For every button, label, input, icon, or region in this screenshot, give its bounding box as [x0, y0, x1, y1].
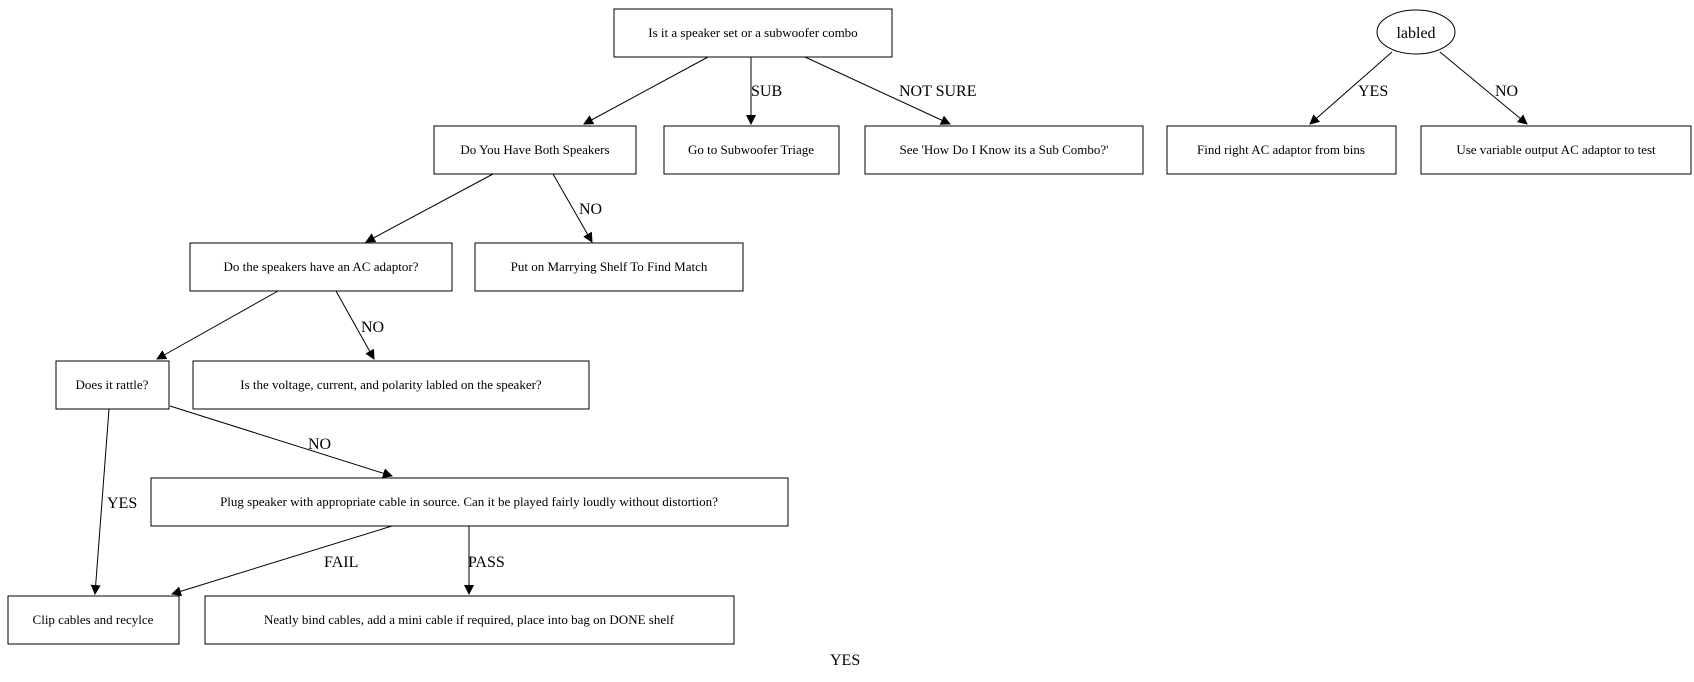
node-speaker-or-sub: Is it a speaker set or a subwoofer combo	[613, 8, 893, 58]
edge-ac-to-rattle	[156, 290, 279, 360]
edge-rattle-to-plug	[169, 405, 393, 479]
node-variable-ac: Use variable output AC adaptor to test	[1420, 125, 1692, 175]
node-find-ac-label: Find right AC adaptor from bins	[1197, 142, 1365, 157]
edge-both-to-ac-adaptor	[365, 173, 494, 243]
node-speaker-or-sub-label: Is it a speaker set or a subwoofer combo	[648, 25, 857, 40]
edge-both-to-marrying-shelf	[552, 173, 593, 243]
node-sub-triage-label: Go to Subwoofer Triage	[688, 142, 814, 157]
edge-label-ac-no: NO	[361, 319, 384, 336]
edge-ac-to-voltage	[335, 290, 375, 360]
edges	[90, 51, 1528, 597]
node-variable-ac-label: Use variable output AC adaptor to test	[1456, 142, 1656, 157]
node-find-ac: Find right AC adaptor from bins	[1166, 125, 1397, 175]
edge-root-to-both-speakers	[583, 56, 709, 125]
node-voltage-labled: Is the voltage, current, and polarity la…	[192, 360, 590, 410]
node-labled: labled	[1376, 9, 1456, 55]
node-labled-label: labled	[1396, 25, 1435, 42]
node-voltage-labled-label: Is the voltage, current, and polarity la…	[240, 377, 542, 392]
edge-label-rattle-yes: YES	[107, 495, 137, 512]
edge-label-both-no: NO	[579, 201, 602, 218]
node-both-speakers: Do You Have Both Speakers	[433, 125, 637, 175]
edge-label-not-sure: NOT SURE	[899, 83, 977, 100]
nodes: Is it a speaker set or a subwoofer combo…	[7, 8, 1692, 645]
edge-label-rattle-no: NO	[308, 436, 331, 453]
node-sub-triage: Go to Subwoofer Triage	[663, 125, 840, 175]
node-both-speakers-label: Do You Have Both Speakers	[460, 142, 609, 157]
edge-root-to-how-know-sub	[804, 56, 951, 125]
node-clip-cables: Clip cables and recylce	[7, 595, 180, 645]
node-neatly-bind: Neatly bind cables, add a mini cable if …	[204, 595, 735, 645]
node-plug-speaker: Plug speaker with appropriate cable in s…	[150, 477, 789, 527]
edge-label-labled-yes: YES	[1358, 83, 1388, 100]
node-does-rattle: Does it rattle?	[55, 360, 170, 410]
edge-label-stray-yes: YES	[830, 652, 860, 669]
node-neatly-bind-label: Neatly bind cables, add a mini cable if …	[264, 612, 675, 627]
edge-labled-to-find-ac	[1309, 51, 1393, 125]
edge-label-labled-no: NO	[1495, 83, 1518, 100]
node-plug-speaker-label: Plug speaker with appropriate cable in s…	[220, 494, 718, 509]
node-how-know-sub: See 'How Do I Know its a Sub Combo?'	[864, 125, 1144, 175]
node-marrying-shelf-label: Put on Marrying Shelf To Find Match	[511, 259, 708, 274]
edge-rattle-to-clip	[90, 408, 110, 595]
node-how-know-sub-label: See 'How Do I Know its a Sub Combo?'	[899, 142, 1108, 157]
edge-label-pass: PASS	[468, 554, 505, 571]
node-does-rattle-label: Does it rattle?	[76, 377, 149, 392]
node-ac-adaptor-label: Do the speakers have an AC adaptor?	[224, 259, 419, 274]
node-clip-cables-label: Clip cables and recylce	[33, 612, 154, 627]
edge-labels: SUB NOT SURE NO NO YES NO FAIL PASS YES …	[107, 83, 1518, 669]
node-marrying-shelf: Put on Marrying Shelf To Find Match	[474, 242, 744, 292]
edge-label-sub: SUB	[751, 83, 782, 100]
edge-label-fail: FAIL	[324, 554, 358, 571]
node-ac-adaptor: Do the speakers have an AC adaptor?	[189, 242, 453, 292]
edge-plug-to-clip	[171, 525, 393, 597]
edge-labled-to-variable-ac	[1439, 51, 1528, 125]
